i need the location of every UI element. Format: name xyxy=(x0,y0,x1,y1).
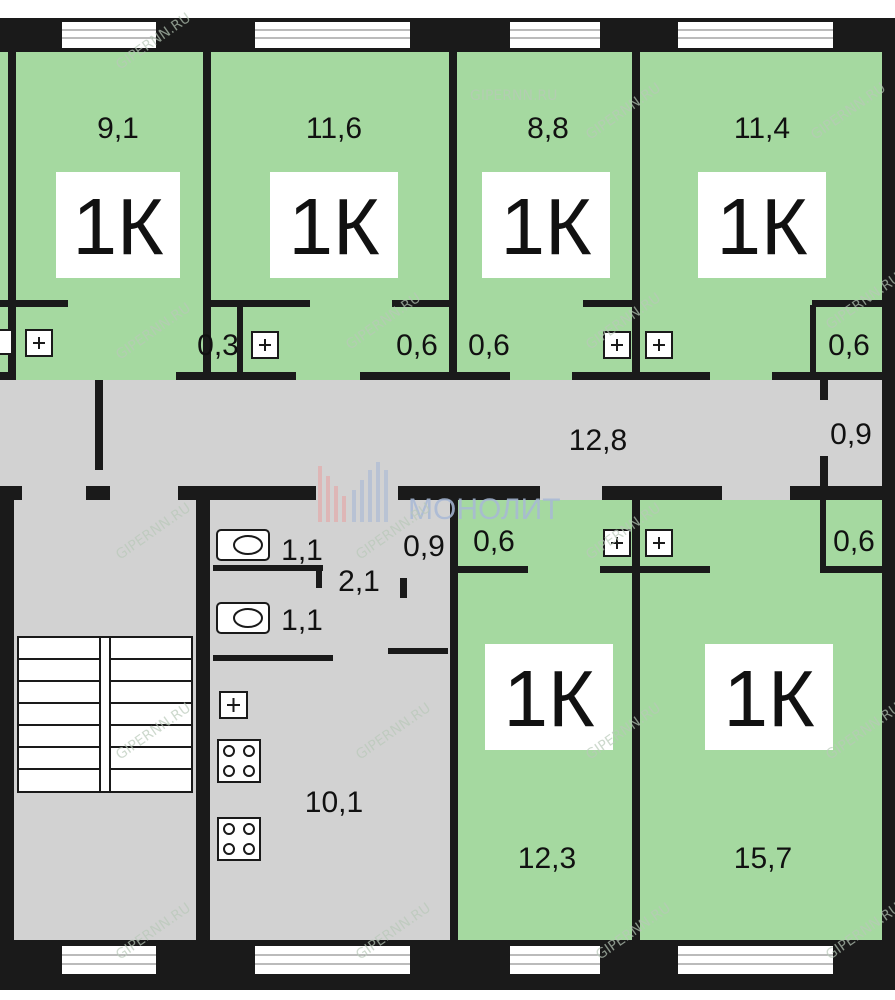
area-r2: 11,6 xyxy=(306,112,362,145)
area-wc-hall: 2,1 xyxy=(338,565,380,598)
area-vest-b: 0,6 xyxy=(833,525,875,558)
stove-icon-1 xyxy=(217,739,261,783)
inner-walls xyxy=(0,50,884,940)
room-0-floor xyxy=(0,50,10,380)
area-closet-d: 0,6 xyxy=(828,329,870,362)
room-label-r1: 1К xyxy=(56,172,180,278)
toilet-icon-1 xyxy=(216,529,270,561)
area-corridor-right: 0,9 xyxy=(830,418,872,451)
area-r1: 9,1 xyxy=(97,112,139,145)
area-r4: 11,4 xyxy=(734,112,790,145)
area-closet-a: 0,3 xyxy=(197,329,239,362)
windows-bottom xyxy=(62,946,833,974)
staircase xyxy=(17,636,193,793)
area-wc-2: 1,1 xyxy=(281,604,323,637)
sink-icon xyxy=(219,691,248,719)
area-wc-1: 1,1 xyxy=(281,534,323,567)
room-label-r4: 1К xyxy=(698,172,826,278)
svg-text:1К: 1К xyxy=(716,182,807,271)
svg-text:1К: 1К xyxy=(503,654,594,743)
area-r6: 15,7 xyxy=(734,842,792,875)
wc-block-area xyxy=(205,500,455,940)
svg-text:1К: 1К xyxy=(723,654,814,743)
room-label-r3: 1К xyxy=(482,172,610,278)
svg-text:МОНОЛИТ: МОНОЛИТ xyxy=(408,493,561,526)
svg-text:1К: 1К xyxy=(500,182,591,271)
area-r5: 12,3 xyxy=(518,842,576,875)
svg-text:1К: 1К xyxy=(72,182,163,271)
room-label-r6: 1К xyxy=(705,644,833,750)
toilet-icon-2 xyxy=(216,602,270,634)
stove-icon-2 xyxy=(217,817,261,861)
room-label-r2: 1К xyxy=(270,172,398,278)
area-closet-c: 0,6 xyxy=(468,329,510,362)
area-closet-b: 0,6 xyxy=(396,329,438,362)
svg-text:1К: 1К xyxy=(288,182,379,271)
room-label-r5: 1К xyxy=(485,644,613,750)
area-r3: 8,8 xyxy=(527,112,569,145)
corridor-area xyxy=(0,380,895,500)
area-corridor: 12,8 xyxy=(569,424,627,457)
windows-top xyxy=(62,22,833,48)
area-wc-niche: 0,9 xyxy=(403,530,445,563)
area-vest-a: 0,6 xyxy=(473,525,515,558)
area-kitchen: 10,1 xyxy=(305,786,363,819)
brand-watermark: МОНОЛИТ xyxy=(318,462,561,526)
closet-sink-icons xyxy=(0,329,673,557)
svg-text:GIPERNN.RU: GIPERNN.RU xyxy=(470,88,557,104)
